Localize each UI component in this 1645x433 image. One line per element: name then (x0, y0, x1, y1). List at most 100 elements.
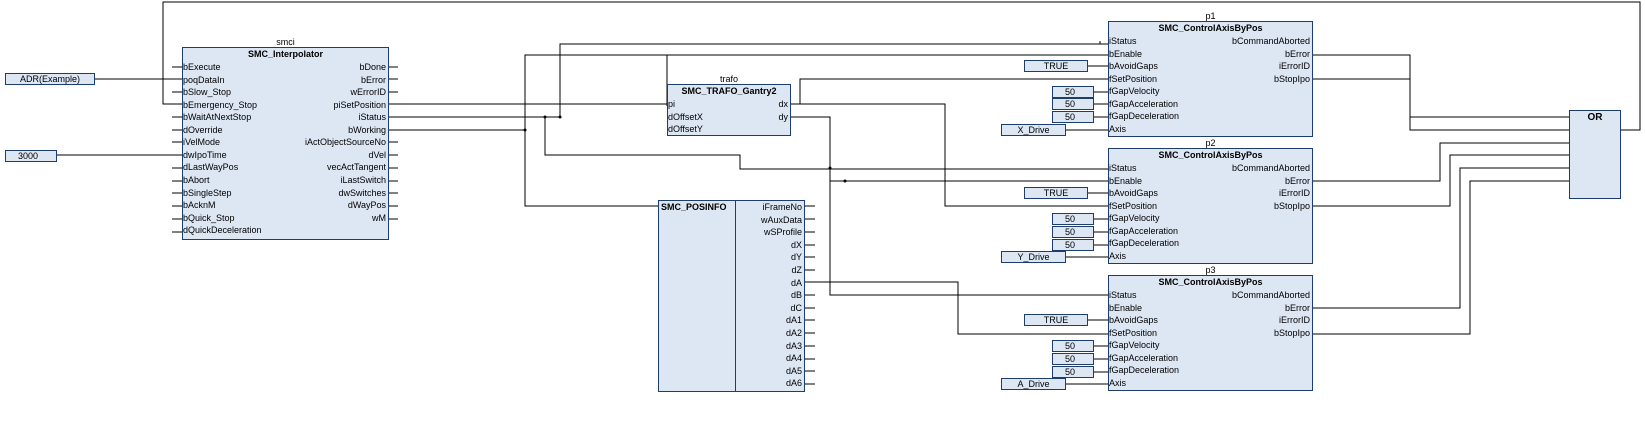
smci-input-babort[interactable]: bAbort (183, 174, 210, 185)
ipo-time-constant[interactable]: 3000 (5, 150, 57, 162)
posinfo-output-da[interactable]: dA (790, 277, 802, 288)
p3-output-ierrorid[interactable]: iErrorID (1279, 315, 1310, 326)
p2-input-bavoidgaps[interactable]: bAvoidGaps (1109, 188, 1158, 199)
smci-input-doverride[interactable]: dOverride (183, 124, 223, 135)
posinfo-output-da4[interactable]: dA4 (785, 353, 802, 364)
smci-input-dquickdeceleration[interactable]: dQuickDeceleration (183, 225, 262, 236)
smci-input-backnm[interactable]: bAcknM (183, 200, 216, 211)
p3-input-fgapdeceleration[interactable]: fGapDeceleration (1109, 365, 1180, 376)
p2-gap-acceleration-constant[interactable]: 50 (1052, 226, 1094, 238)
p3-axis-constant[interactable]: A_Drive (1001, 378, 1066, 390)
p1-gap-deceleration-constant[interactable]: 50 (1052, 111, 1094, 123)
p2-output-bstopipo[interactable]: bStopIpo (1273, 200, 1310, 211)
p2-input-fgapvelocity[interactable]: fGapVelocity (1109, 213, 1160, 224)
smci-output-wm[interactable]: wM (372, 212, 386, 223)
posinfo-output-da5[interactable]: dA5 (785, 365, 802, 376)
p3-avoid-gaps-constant[interactable]: TRUE (1024, 314, 1088, 326)
smci-output-dvel[interactable]: dVel (368, 149, 386, 160)
trafo-output-dx[interactable]: dx (778, 99, 788, 109)
smci-output-istatus[interactable]: iStatus (358, 112, 386, 123)
smci-input-poqdatain[interactable]: poqDataIn (183, 74, 225, 85)
p1-gap-velocity-constant[interactable]: 50 (1052, 86, 1094, 98)
smci-output-berror[interactable]: bError (360, 74, 386, 85)
p3-input-fsetposition[interactable]: fSetPosition (1109, 327, 1158, 338)
p1-input-fgapacceleration[interactable]: fGapAcceleration (1109, 98, 1179, 109)
smci-output-pisetposition[interactable]: piSetPosition (333, 99, 386, 110)
trafo-output-dy[interactable]: dy (778, 111, 788, 122)
p2-gap-velocity-constant[interactable]: 50 (1052, 213, 1094, 225)
p1-gap-acceleration-constant[interactable]: 50 (1052, 98, 1094, 110)
smci-output-dwaypos[interactable]: dWayPos (347, 200, 386, 211)
smci-input-dlastwaypos[interactable]: dLastWayPos (183, 162, 239, 173)
p3-input-istatus[interactable]: iStatus (1109, 290, 1137, 300)
posinfo-output-dx[interactable]: dX (790, 239, 802, 250)
p1-input-istatus[interactable]: iStatus (1109, 36, 1137, 46)
posinfo-output-dc[interactable]: dC (790, 302, 802, 313)
adr-example-constant[interactable]: ADR(Example) (5, 73, 95, 85)
posinfo-output-db[interactable]: dB (790, 290, 802, 301)
posinfo-output-da6[interactable]: dA6 (785, 378, 802, 389)
p3-input-fgapvelocity[interactable]: fGapVelocity (1109, 340, 1160, 351)
p2-input-fsetposition[interactable]: fSetPosition (1109, 200, 1158, 211)
p1-output-ierrorid[interactable]: iErrorID (1279, 61, 1310, 72)
smci-input-bemergency-stop[interactable]: bEmergency_Stop (183, 99, 258, 110)
p1-input-bavoidgaps[interactable]: bAvoidGaps (1109, 61, 1158, 72)
smci-input-ivelmode[interactable]: iVelMode (183, 137, 221, 148)
p3-input-bavoidgaps[interactable]: bAvoidGaps (1109, 315, 1158, 326)
p2-input-fgapdeceleration[interactable]: fGapDeceleration (1109, 238, 1180, 249)
p1-input-benable[interactable]: bEnable (1109, 48, 1143, 59)
smci-output-dwswitches[interactable]: dwSwitches (338, 187, 386, 198)
posinfo-output-wsprofile[interactable]: wSProfile (763, 227, 802, 238)
or-block[interactable]: OR (1569, 110, 1621, 199)
p3-input-axis[interactable]: Axis (1109, 377, 1127, 388)
trafo-input-doffsety[interactable]: dOffsetY (668, 124, 703, 134)
p1-output-bcommandaborted[interactable]: bCommandAborted (1231, 36, 1310, 46)
smci-output-bworking[interactable]: bWorking (348, 124, 386, 135)
p3-input-benable[interactable]: bEnable (1109, 302, 1143, 313)
smci-output-werrorid[interactable]: wErrorID (350, 87, 387, 98)
p1-avoid-gaps-constant[interactable]: TRUE (1024, 60, 1088, 72)
p1-input-fsetposition[interactable]: fSetPosition (1109, 73, 1158, 84)
p2-output-ierrorid[interactable]: iErrorID (1279, 188, 1310, 199)
smci-output-bdone[interactable]: bDone (359, 62, 386, 72)
posinfo-output-da3[interactable]: dA3 (785, 340, 802, 351)
posinfo-output-da1[interactable]: dA1 (785, 315, 802, 326)
p1-input-axis[interactable]: Axis (1109, 123, 1127, 134)
p3-output-bcommandaborted[interactable]: bCommandAborted (1231, 290, 1310, 300)
p3-output-bstopipo[interactable]: bStopIpo (1273, 327, 1310, 338)
p2-input-axis[interactable]: Axis (1109, 250, 1127, 261)
posinfo-output-dy[interactable]: dY (790, 252, 802, 263)
p1-output-berror[interactable]: bError (1284, 48, 1310, 59)
p3-input-fgapacceleration[interactable]: fGapAcceleration (1109, 352, 1179, 363)
p1-input-fgapvelocity[interactable]: fGapVelocity (1109, 86, 1160, 97)
smci-output-vecacttangent[interactable]: vecActTangent (326, 162, 386, 173)
p2-avoid-gaps-constant[interactable]: TRUE (1024, 187, 1088, 199)
p3-gap-acceleration-constant[interactable]: 50 (1052, 353, 1094, 365)
p3-gap-velocity-constant[interactable]: 50 (1052, 340, 1094, 352)
smci-input-bwaitatnextstop[interactable]: bWaitAtNextStop (183, 112, 252, 123)
trafo-input-doffsetx[interactable]: dOffsetX (668, 111, 703, 122)
posinfo-output-iframeno[interactable]: iFrameNo (762, 202, 802, 212)
smci-input-dwipotime[interactable]: dwIpoTime (183, 149, 227, 160)
posinfo-output-dz[interactable]: dZ (791, 265, 802, 275)
p2-input-fgapacceleration[interactable]: fGapAcceleration (1109, 225, 1179, 236)
smci-output-iactobjectsourceno[interactable]: iActObjectSourceNo (304, 137, 386, 148)
p2-gap-deceleration-constant[interactable]: 50 (1052, 239, 1094, 251)
trafo-input-pi[interactable]: pi (668, 99, 676, 109)
smci-input-bslow-stop[interactable]: bSlow_Stop (183, 87, 232, 98)
p1-axis-constant[interactable]: X_Drive (1001, 124, 1066, 136)
p2-axis-constant[interactable]: Y_Drive (1001, 251, 1066, 263)
p2-input-istatus[interactable]: iStatus (1109, 163, 1137, 173)
p1-input-fgapdeceleration[interactable]: fGapDeceleration (1109, 111, 1180, 122)
smci-input-bexecute[interactable]: bExecute (183, 62, 221, 72)
posinfo-output-da2[interactable]: dA2 (785, 328, 802, 338)
p2-output-berror[interactable]: bError (1284, 175, 1310, 186)
posinfo-output-wauxdata[interactable]: wAuxData (760, 214, 802, 225)
smci-input-bsinglestep[interactable]: bSingleStep (183, 187, 232, 198)
